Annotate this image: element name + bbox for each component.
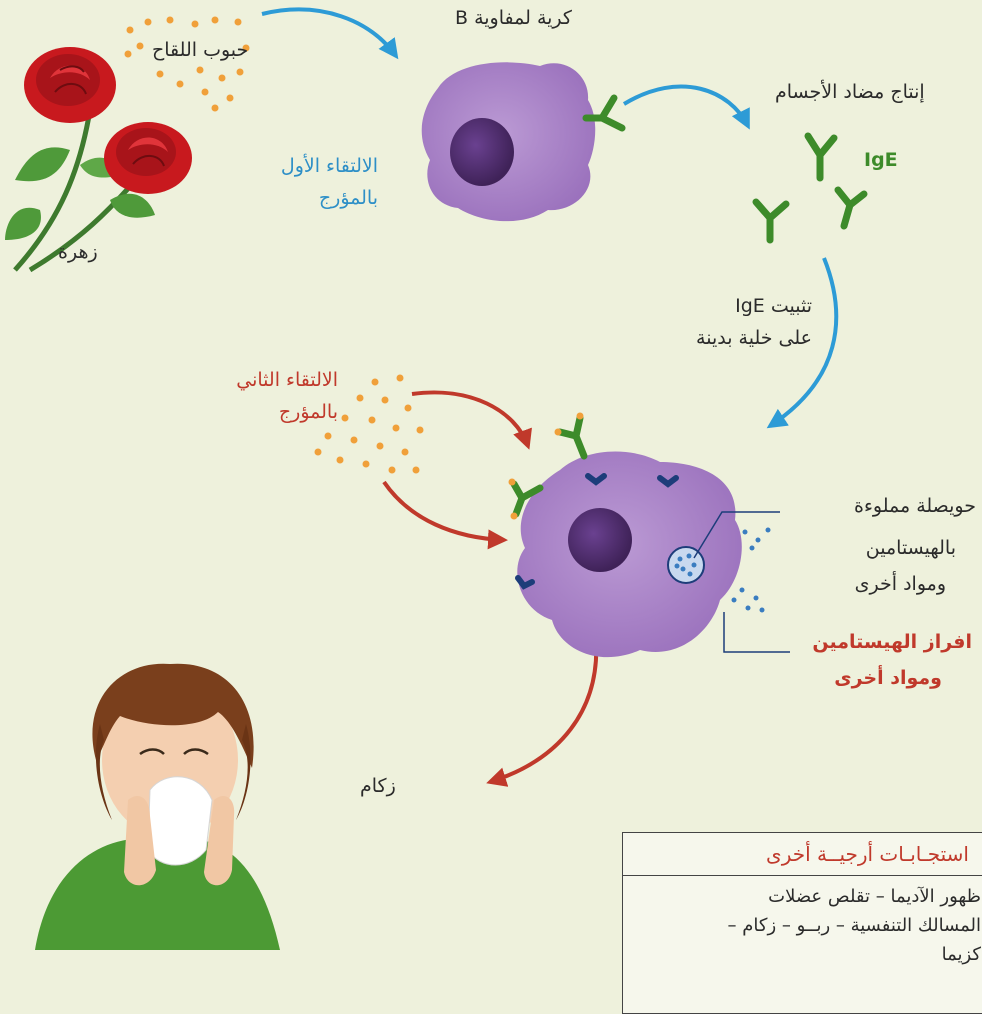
pollen-grains-cluster-second <box>314 374 424 474</box>
arrow-pollen-to-mastcell-lower <box>382 480 508 550</box>
fixation-line2: على خلية بدينة <box>696 327 812 349</box>
mast-cell <box>508 412 742 658</box>
vesicle-line1: حويصلة مملوءة <box>854 495 976 517</box>
b-lymphocyte-cell <box>421 62 626 222</box>
arrow-pollen-to-mastcell-upper <box>411 390 532 450</box>
rose-flower-illustration <box>5 47 192 273</box>
second-contact-line1: الالتقاء الثاني <box>236 369 338 391</box>
mast-cell-bound-ige <box>510 414 588 518</box>
arrow-bcell-to-antibody <box>622 84 750 130</box>
other-reactions-line1: ظهور الآديما – تقلص عضلات <box>768 886 981 907</box>
first-contact-line1: الالتقاء الأول <box>280 155 378 177</box>
first-contact-line2: بالمؤرج <box>318 187 378 209</box>
fixation-line1: تثبيت IgE <box>735 295 812 317</box>
arrow-mastcell-to-rhinitis <box>486 639 599 787</box>
released-histamine-dots <box>731 527 771 613</box>
other-reactions-line3: كزيما <box>941 944 981 965</box>
b-cell-label: كرية لمفاوية B <box>455 7 572 29</box>
other-reactions-title: استجـابـات أرجيــة أخرى <box>623 833 982 876</box>
release-line2: ومواد أخرى <box>834 667 942 689</box>
b-cell-receptor-antibody <box>582 94 626 132</box>
vesicle-line3: ومواد أخرى <box>854 573 946 595</box>
release-callout-line <box>723 612 790 653</box>
pollen-grains-cluster-top <box>124 16 250 112</box>
histamine-vesicle <box>667 546 705 584</box>
release-line1: افراز الهيستامين <box>812 631 972 653</box>
ige-label: IgE <box>864 149 898 171</box>
second-contact-line2: بالمؤرج <box>278 401 338 423</box>
rhinitis-label: زكام <box>360 775 396 797</box>
mast-cell-nucleus <box>568 508 632 572</box>
other-reactions-box: استجـابـات أرجيــة أخرى ظهور الآديما – ت… <box>622 832 982 1014</box>
pollen-label: حبوب اللقاح <box>152 39 249 61</box>
person-sneezing-illustration <box>35 663 280 950</box>
mast-cell-receptors <box>515 473 679 590</box>
ige-antibodies-free <box>752 132 868 244</box>
vesicle-line2: بالهيستامين <box>865 537 956 559</box>
antigen-on-ige <box>508 412 584 520</box>
arrow-antibody-to-mastcell <box>766 257 839 429</box>
vesicle-callout-line <box>693 511 780 559</box>
arrow-pollen-to-bcell <box>261 7 399 60</box>
flower-label: زهرة <box>58 241 98 263</box>
b-cell-nucleus <box>450 118 514 186</box>
other-reactions-line2: المسالك التنفسية – ربــو – زكام – <box>727 915 981 936</box>
antibody-production-label: إنتاج مضاد الأجسام <box>775 81 925 103</box>
